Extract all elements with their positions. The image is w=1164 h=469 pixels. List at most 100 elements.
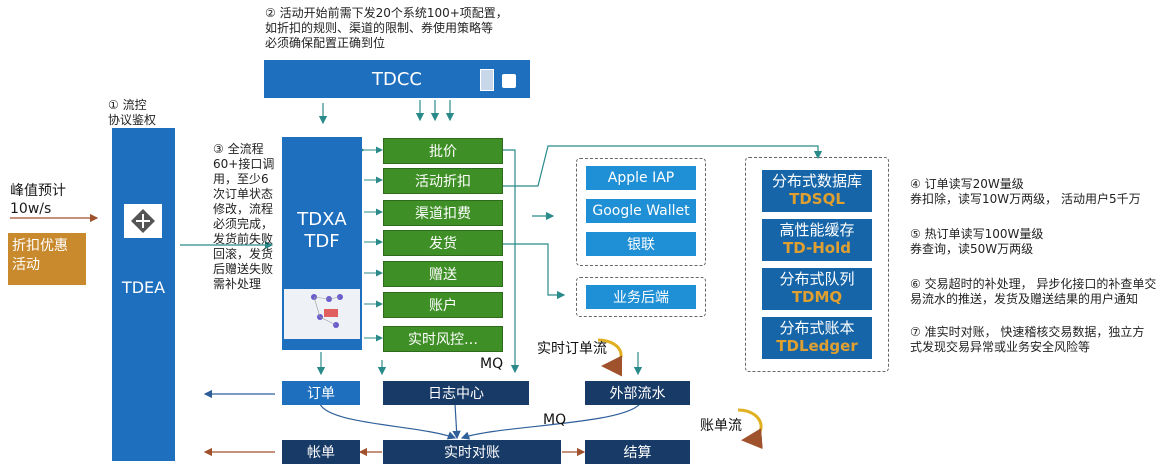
storage-tdledger: 分布式账本 TDLedger [762,317,872,359]
step-channel-charge: 渠道扣费 [383,200,503,226]
realtime-order-flow-label: 实时订单流 [537,341,607,357]
step-label: 账户 [429,298,457,314]
unionpay: 银联 [586,232,696,256]
step-pricing: 批价 [383,138,503,164]
process-line: 修改，流程 [213,202,274,216]
storage-group: 分布式数据库 TDSQL 高性能缓存 TD-Hold 分布式队列 TDMQ 分布… [745,157,889,372]
step-label: 赠送 [429,267,457,283]
tdea-column: TDEA [112,128,175,461]
annotation-db-line2: 券扣除，读写10W万两级， 活动用户5千万 [910,192,1141,206]
payment-group: Apple IAP Google Wallet 银联 [576,158,706,266]
mq-label-1: MQ [480,356,504,372]
step-account: 账户 [383,292,503,318]
step-label: 发货 [429,236,457,252]
storage-tdmq: 分布式队列 TDMQ [762,268,872,310]
process-line: 需补处理 [213,277,262,291]
order-label: 订单 [307,386,335,402]
annotation-ledger-line2: 式发现交易异常或业务安全风险等 [910,340,1091,354]
discount-activity-box: 折扣优惠 活动 [8,233,86,285]
step-label: 批价 [429,144,457,160]
step-activity-discount: 活动折扣 [383,168,503,194]
annotation-ledger-line1: ⑦ 准实时对账， 快速稽核交易数据，独立方 [910,325,1145,339]
process-line: 回滚，发货 [213,247,274,261]
process-line: 次订单状态 [213,187,274,201]
tdf-label: TDF [304,231,340,252]
storage-product: TDLedger [776,337,858,355]
tdxa-label: TDXA [297,209,347,230]
annotation-queue-line1: ⑥ 交易超时的补处理， 异步化接口的补查单交 [910,277,1157,291]
discount-line1: 折扣优惠 [12,238,68,254]
server-icon [480,69,494,91]
peak-estimate: 峰值预计 10w/s [10,182,66,218]
step-label: 实时风控… [408,332,478,348]
storage-name: 高性能缓存 [779,221,855,239]
bill-flow-label: 账单流 [700,418,742,434]
backend-group: 业务后端 [576,277,706,317]
workflow-thumbnail [284,289,360,339]
process-line: 60+接口调 [213,157,275,171]
business-backend: 业务后端 [586,285,696,309]
annotation-config-line2: 如折扣的规则、渠道的限制、券使用策略等 [265,21,494,35]
storage-product: TD-Hold [783,239,851,257]
external-flow-label: 外部流水 [609,386,666,402]
annotation-queue-line2: 易流水的推送，发货及赠送结果的用户通知 [910,292,1139,306]
mq-label-2: MQ [543,412,567,428]
annotation-db: ④ 订单读写20W量级 券扣除，读写10W万两级， 活动用户5千万 [910,177,1160,207]
storage-product: TDSQL [789,190,845,208]
annotation-config-line3: 必须确保配置正确到位 [265,36,386,50]
annotation-process: ③ 全流程 60+接口调 用，至少6 次订单状态 修改，流程 必须完成， 发货前… [213,142,279,292]
annotation-ledger: ⑦ 准实时对账， 快速稽核交易数据，独立方 式发现交易异常或业务安全风险等 [910,325,1162,355]
step-risk-control: 实时风控… [383,326,503,352]
tdcc-label: TDCC [372,68,422,90]
document-icon [502,74,516,88]
step-delivery: 发货 [383,230,503,256]
payment-label: 银联 [627,237,655,253]
annotation-flowcontrol-line1: ① 流控 [108,98,147,112]
annotation-flowcontrol-line2: 协议鉴权 [108,113,157,127]
bill-box: 帐单 [282,440,360,464]
storage-tdsql: 分布式数据库 TDSQL [762,170,872,212]
tdxa-column: TDXA TDF [282,137,362,350]
annotation-cache-line2: 券查询，读50W万两级 [910,242,1034,256]
storage-name: 分布式数据库 [771,172,862,190]
annotation-queue: ⑥ 交易超时的补处理， 异步化接口的补查单交 易流水的推送，发货及赠送结果的用户… [910,277,1162,307]
realtime-recon-box: 实时对账 [383,440,561,464]
storage-product: TDMQ [791,288,843,306]
discount-line2: 活动 [12,257,40,273]
apple-iap: Apple IAP [586,166,696,190]
payment-label: Apple IAP [607,170,675,186]
storage-tdhold: 高性能缓存 TD-Hold [762,219,872,261]
annotation-config-line1: ② 活动开始前需下发20个系统100+项配置， [265,6,508,20]
settlement-label: 结算 [623,445,652,461]
peak-line1: 峰值预计 [10,183,66,199]
log-center-box: 日志中心 [383,381,529,405]
annotation-config: ② 活动开始前需下发20个系统100+项配置， 如折扣的规则、渠道的限制、券使用… [265,6,545,51]
log-center-label: 日志中心 [428,386,484,402]
order-box: 订单 [282,381,360,405]
step-label: 活动折扣 [415,174,471,190]
tdea-label: TDEA [121,278,166,297]
process-line: ③ 全流程 [213,142,264,156]
payment-label: Google Wallet [592,203,690,219]
process-line: 发货前失败 [213,232,274,246]
bill-label: 帐单 [307,445,335,461]
annotation-flowcontrol: ① 流控 协议鉴权 [108,98,198,128]
step-gift: 赠送 [383,261,503,287]
annotation-cache: ⑤ 热订单读写100W量级 券查询，读50W万两级 [910,227,1160,257]
process-line: 必须完成， [213,217,274,231]
peak-line2: 10w/s [10,201,52,217]
google-wallet: Google Wallet [586,199,696,223]
backend-label: 业务后端 [613,290,669,306]
process-line: 后赠送失败 [213,262,274,276]
settlement-box: 结算 [585,440,690,464]
tdcc-bar: TDCC [264,60,530,98]
annotation-db-line1: ④ 订单读写20W量级 [910,177,1024,191]
gateway-icon [124,204,162,238]
storage-name: 分布式队列 [779,270,855,288]
annotation-cache-line1: ⑤ 热订单读写100W量级 [910,227,1044,241]
step-label: 渠道扣费 [415,206,471,222]
process-line: 用，至少6 [213,172,269,186]
storage-name: 分布式账本 [779,319,855,337]
realtime-recon-label: 实时对账 [444,445,500,461]
